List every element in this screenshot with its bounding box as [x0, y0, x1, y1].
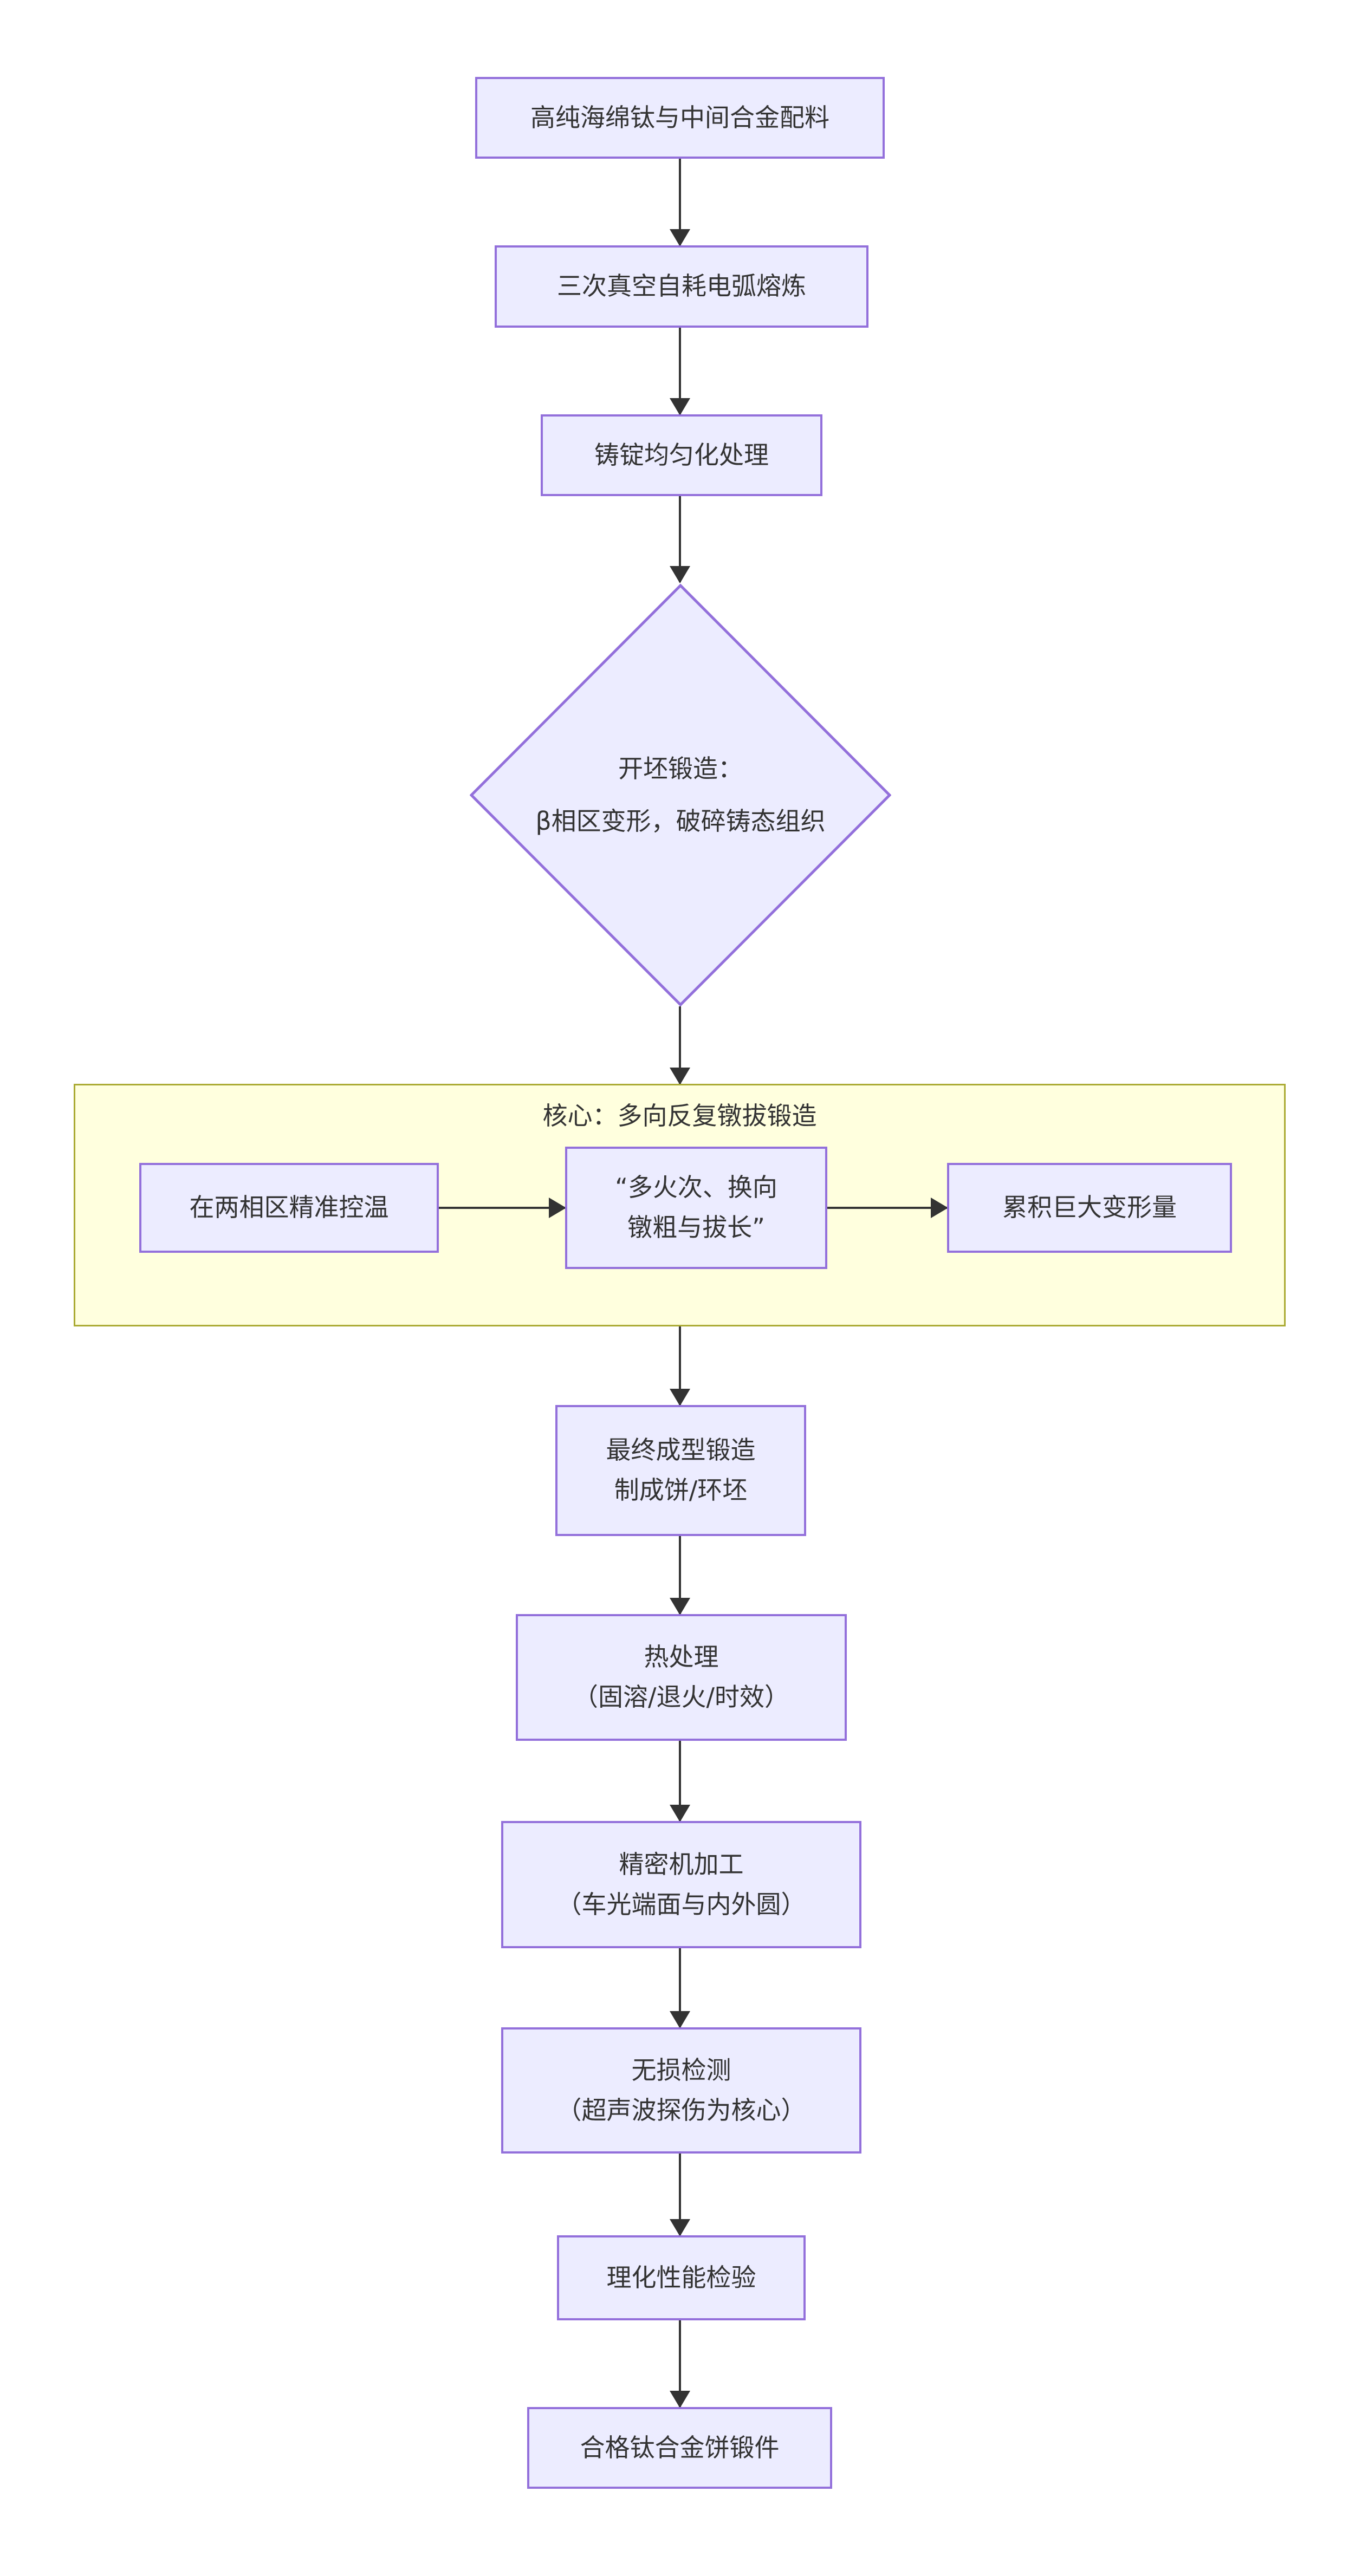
node-temp-control: 在两相区精准控温 [139, 1163, 439, 1253]
node-ndt: 无损检测 （超声波探伤为核心） [501, 2027, 861, 2154]
diamond-label: 开坯锻造： β相区变形，破碎铸态组织 [470, 584, 891, 1006]
arrow-temp-to-upset [439, 1207, 565, 1209]
diamond-label-line1: 开坯锻造： [618, 754, 743, 784]
node-label-line2: 镦粗与拔长” [627, 1213, 765, 1242]
node-heat-treatment: 热处理 （固溶/退火/时效） [516, 1614, 847, 1741]
node-cogging-decision-diamond: 开坯锻造： β相区变形，破碎铸态组织 [470, 584, 891, 1006]
node-label-line2: （固溶/退火/时效） [573, 1682, 789, 1712]
diamond-label-line2: β相区变形，破碎铸态组织 [535, 806, 826, 836]
node-testing: 理化性能检验 [557, 2235, 806, 2320]
node-label: 三次真空自耗电弧熔炼 [557, 271, 806, 301]
node-raw-material: 高纯海绵钛与中间合金配料 [475, 77, 885, 159]
node-label-line1: 无损检测 [631, 2055, 731, 2085]
node-label: 在两相区精准控温 [189, 1193, 389, 1222]
node-label-line2: 制成饼/环坯 [614, 1475, 748, 1505]
node-label-line2: （超声波探伤为核心） [556, 2095, 806, 2125]
diamond-shape [470, 584, 891, 1006]
node-melting: 三次真空自耗电弧熔炼 [495, 245, 868, 328]
node-upset-draw: “多火次、换向 镦粗与拔长” [565, 1147, 827, 1269]
node-label-line1: 精密机加工 [619, 1849, 744, 1879]
node-label: 高纯海绵钛与中间合金配料 [530, 102, 829, 132]
node-accumulate: 累积巨大变形量 [947, 1163, 1232, 1253]
node-homogenization: 铸锭均匀化处理 [541, 414, 822, 496]
arrow-homogenization-to-cogging [679, 496, 681, 582]
node-label: 铸锭均匀化处理 [594, 440, 769, 470]
node-label-line1: 最终成型锻造 [606, 1435, 756, 1465]
arrow-testing-to-product [679, 2320, 681, 2407]
node-label: 合格钛合金饼锻件 [580, 2432, 780, 2462]
arrow-machining-to-ndt [679, 1948, 681, 2027]
node-final-forging: 最终成型锻造 制成饼/环坯 [555, 1405, 806, 1536]
arrow-raw-to-melting [679, 159, 681, 245]
arrow-melting-to-homogenization [679, 328, 681, 414]
arrow-heat-to-machining [679, 1741, 681, 1821]
arrow-upset-to-accumulate [827, 1207, 947, 1209]
node-label-line1: 热处理 [644, 1642, 719, 1672]
node-label-line1: “多火次、换向 [615, 1173, 777, 1202]
node-label: 理化性能检验 [606, 2262, 756, 2292]
node-machining: 精密机加工 （车光端面与内外圆） [501, 1821, 861, 1948]
node-final-product: 合格钛合金饼锻件 [527, 2407, 832, 2489]
arrow-cogging-to-core [679, 1006, 681, 1084]
arrow-ndt-to-testing [679, 2154, 681, 2235]
node-label: 累积巨大变形量 [1002, 1193, 1177, 1222]
arrow-core-to-final-forging [679, 1326, 681, 1405]
node-label-line2: （车光端面与内外圆） [556, 1889, 806, 1919]
arrow-forging-to-heat [679, 1536, 681, 1614]
subgraph-title: 核心：多向反复镦拔锻造 [542, 1101, 817, 1130]
